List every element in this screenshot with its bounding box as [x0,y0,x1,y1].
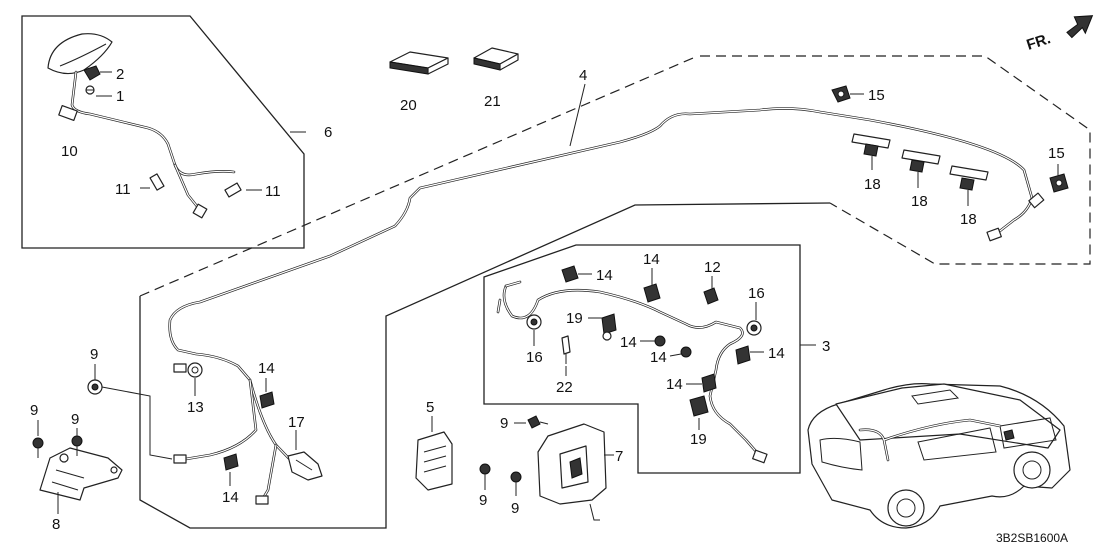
bolt-9e [479,463,491,482]
part-20-pad [389,51,449,75]
pad-18a [851,133,891,157]
antenna-cable [70,70,242,219]
grommet-13 [173,362,203,378]
callout-13: 13 [187,399,204,416]
leader-14f [669,353,682,357]
clip-16b [746,320,762,336]
callout-14-d: 14 [643,251,660,268]
screw-1 [85,85,95,95]
pad-18c [949,165,989,191]
bolt-9f [510,471,522,496]
callout-10: 10 [61,143,78,160]
bolt-9a [32,437,44,458]
group-box-4 [139,55,1091,297]
connector-19a [601,313,617,341]
callout-6: 6 [324,124,332,141]
callout-14-a: 14 [258,360,275,377]
callout-9-d: 9 [500,415,508,432]
callout-9-a: 9 [30,402,38,419]
roof-harness [168,107,1045,505]
module-7 [537,423,607,521]
callout-14-c: 14 [596,267,613,284]
clip-14h [701,373,717,393]
callout-14-e: 14 [620,334,637,351]
part-21-pad [473,47,519,71]
callout-11-a: 11 [115,181,131,198]
clip-14e [654,335,666,347]
callout-14-g: 14 [768,345,785,362]
front-arrow-icon [1066,15,1094,39]
pad-18b [901,149,941,173]
callout-8: 8 [52,516,60,533]
roof-antenna [47,33,113,75]
group-box-4-lower [139,202,831,529]
group-box-6 [21,15,305,249]
connector-10 [58,104,78,122]
clip-14a [259,391,275,409]
callout-14-f: 14 [650,349,667,366]
bolt-9d [527,415,549,429]
callout-14-b: 14 [222,489,239,506]
bracket-17 [287,451,323,481]
callout-9-f: 9 [511,500,519,517]
clip-12 [703,287,719,305]
leader-9c-arm [101,386,173,460]
callout-14-h: 14 [666,376,683,393]
callout-7: 7 [615,448,623,465]
callout-16-a: 16 [526,349,543,366]
callout-20: 20 [400,97,417,114]
callout-18-a: 18 [864,176,881,193]
clip-14f [680,346,692,358]
sensor-22 [561,335,571,364]
callout-2: 2 [116,66,124,83]
callout-17: 17 [288,414,305,431]
callout-9-b: 9 [71,411,79,428]
nut-9c [87,379,103,395]
callout-5: 5 [426,399,434,416]
callout-16-b: 16 [748,285,765,302]
connector-19b [689,395,709,417]
callout-9-e: 9 [479,492,487,509]
callout-15-b: 15 [1048,145,1065,162]
callout-18-b: 18 [911,193,928,210]
unit-5 [415,431,453,491]
front-direction-indicator: FR. [1025,15,1094,54]
clip-2 [83,65,101,81]
clip-16a [526,314,542,330]
clip-14b [223,453,239,471]
callout-4: 4 [579,67,587,84]
callout-19-b: 19 [690,431,707,448]
callout-1: 1 [116,88,124,105]
callout-21: 21 [484,93,501,110]
callout-18-c: 18 [960,211,977,228]
callout-3: 3 [822,338,830,355]
front-label: FR. [1025,30,1053,54]
group-box-3 [483,244,801,474]
clip-15-upper [831,85,851,103]
diagram-code: 3B2SB1600A [996,531,1068,545]
bracket-8 [39,447,123,501]
ceiling-harness-3 [496,280,768,464]
callout-9-c: 9 [90,346,98,363]
callout-22: 22 [556,379,573,396]
vehicle-illustration [807,383,1071,529]
callout-11-b: 11 [265,183,281,200]
clip-14g [735,345,751,365]
clip-15-right [1049,173,1069,193]
callout-12: 12 [704,259,721,276]
clip-14c [561,265,579,283]
callout-19-a: 19 [566,310,583,327]
callout-15-a: 15 [868,87,885,104]
clip-14d [643,283,661,303]
leader-4 [569,83,586,147]
